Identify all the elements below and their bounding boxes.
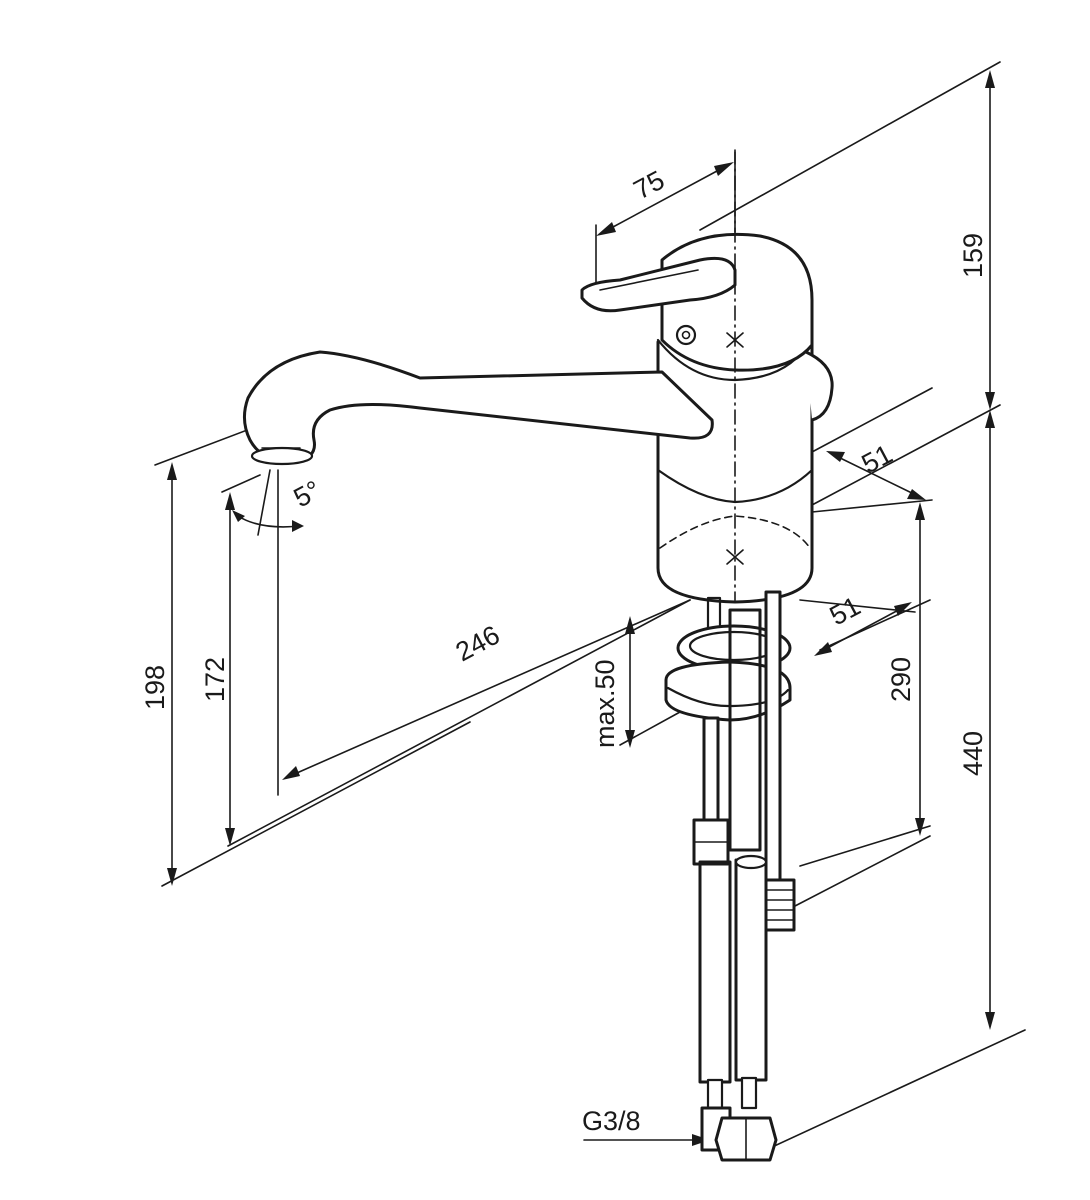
dimension-labels: 75 159 5° 51 51 246 198 172 max.50 290 4… bbox=[140, 165, 988, 1136]
label-290: 290 bbox=[886, 657, 916, 702]
label-246: 246 bbox=[451, 620, 505, 668]
label-198: 198 bbox=[140, 665, 170, 710]
label-51-upper: 51 bbox=[857, 439, 898, 480]
label-440: 440 bbox=[958, 731, 988, 776]
label-max-50: max.50 bbox=[590, 659, 620, 748]
label-159: 159 bbox=[958, 233, 988, 278]
label-g3-8: G3/8 bbox=[582, 1106, 641, 1136]
extension-lines bbox=[154, 61, 1026, 1149]
dimension-lines bbox=[167, 70, 995, 1146]
label-172: 172 bbox=[200, 657, 230, 702]
label-5-degrees: 5° bbox=[289, 475, 326, 514]
center-marks bbox=[726, 332, 744, 565]
hoses bbox=[692, 590, 796, 1162]
spout bbox=[243, 350, 714, 466]
label-51-lower: 51 bbox=[825, 591, 866, 632]
